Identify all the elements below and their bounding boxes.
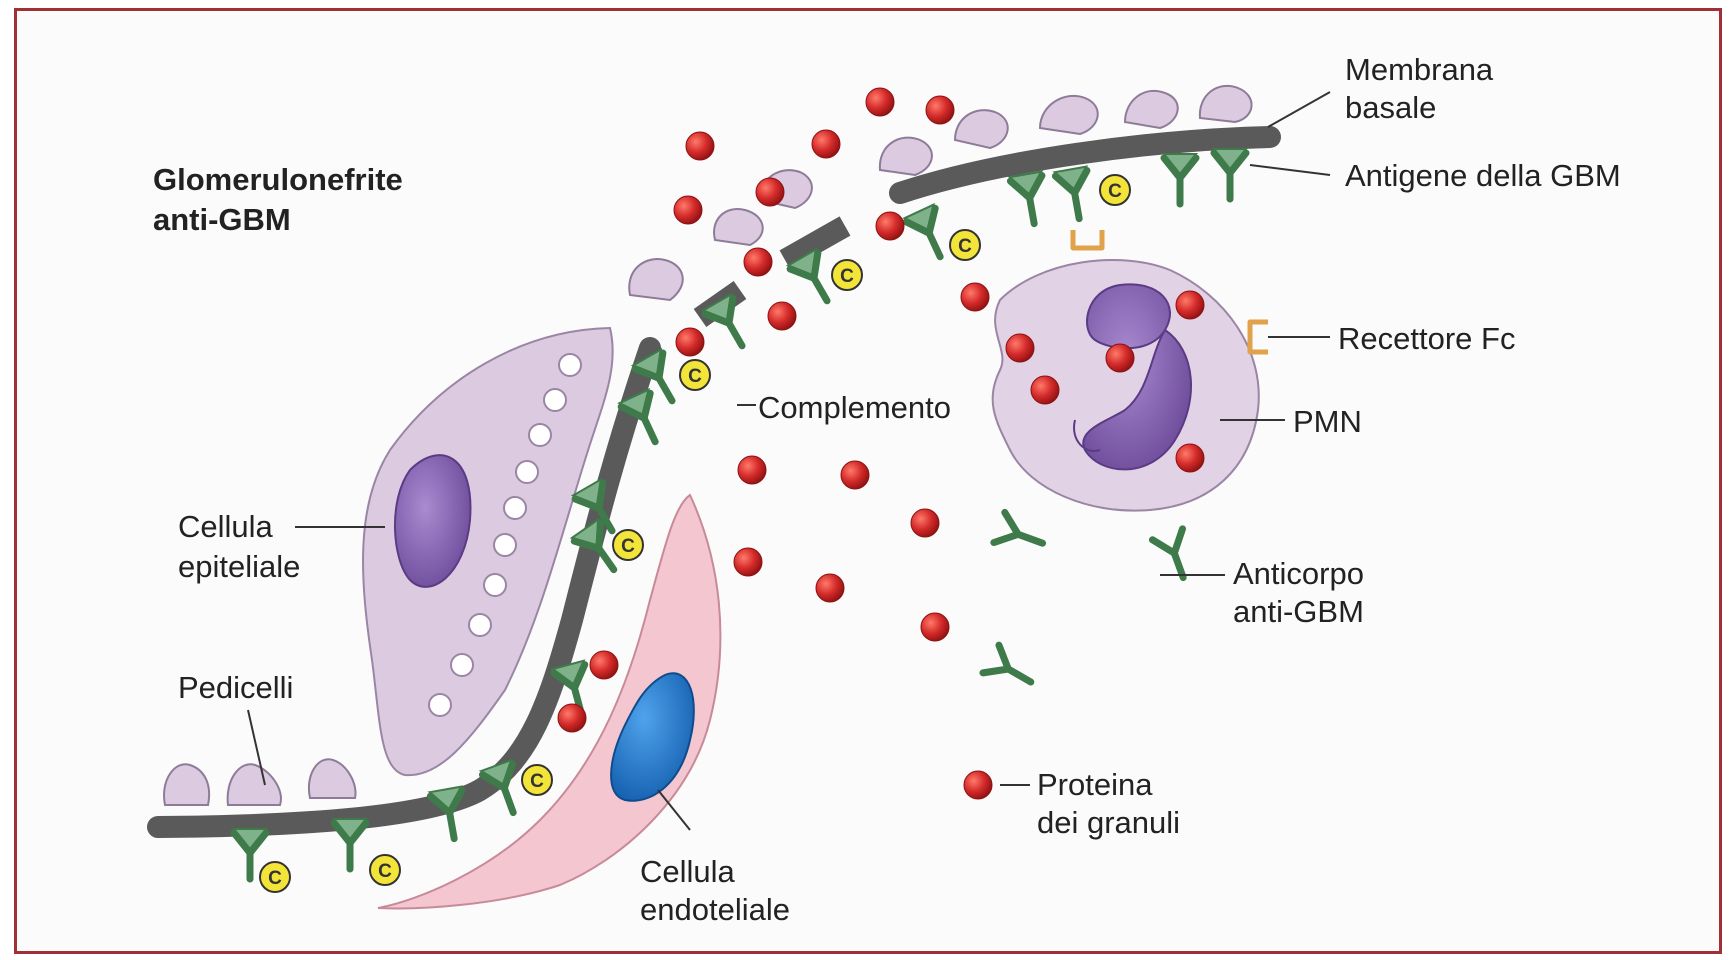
granule-protein	[676, 328, 704, 356]
granule-protein	[876, 212, 904, 240]
label-pedicelli: Pedicelli	[178, 670, 293, 705]
anti-gbm-antibody: C	[905, 191, 992, 281]
granule-protein	[866, 88, 894, 116]
complement-symbol: C	[530, 771, 544, 792]
label-pmn: PMN	[1293, 404, 1362, 439]
anti-gbm-antibody: C	[234, 829, 290, 892]
granule-protein	[558, 704, 586, 732]
granule-protein	[1176, 291, 1204, 319]
complement-badge: C	[1100, 175, 1130, 205]
complement-badge: C	[370, 855, 400, 885]
label-cellula-endoteliale: Cellula endoteliale	[640, 854, 790, 927]
complement-symbol: C	[268, 868, 282, 889]
granule-protein	[734, 548, 762, 576]
granule-protein	[1006, 334, 1034, 362]
anti-gbm-antibody	[983, 645, 1039, 696]
complement-badge: C	[522, 765, 552, 795]
anti-gbm-antibody	[1214, 149, 1246, 199]
granule-protein	[768, 302, 796, 330]
diagram-title: Glomerulonefrite anti-GBM	[153, 162, 411, 237]
granule-protein	[1176, 444, 1204, 472]
complement-badge: C	[680, 360, 710, 390]
granule-protein	[921, 613, 949, 641]
granule-protein	[911, 509, 939, 537]
complement-symbol: C	[958, 236, 972, 257]
granule-protein	[744, 248, 772, 276]
granule-protein	[812, 130, 840, 158]
anti-gbm-antibody	[1010, 172, 1050, 227]
label-cellula-epiteliale: Cellula epiteliale	[178, 509, 300, 584]
label-recettore-fc: Recettore Fc	[1338, 321, 1515, 356]
complement-badge: C	[950, 230, 980, 260]
granule-protein	[686, 132, 714, 160]
label-membrana-basale: Membrana basale	[1345, 52, 1502, 125]
complement-symbol: C	[840, 266, 854, 287]
anti-gbm-antibody	[1164, 154, 1196, 204]
granule-protein	[816, 574, 844, 602]
granule-protein	[738, 456, 766, 484]
granule-protein	[1031, 376, 1059, 404]
anti-gbm-antibody: C	[1055, 159, 1136, 221]
complement-badge: C	[260, 862, 290, 892]
complement-badge: C	[613, 530, 643, 560]
label-anticorpo-anti-gbm: Anticorpo anti-GBM	[1233, 556, 1373, 629]
granule-protein	[674, 196, 702, 224]
complement-symbol: C	[688, 366, 702, 387]
granule-protein	[841, 461, 869, 489]
anti-gbm-antibody: C	[334, 819, 400, 885]
granule-protein	[961, 283, 989, 311]
granule-protein	[1106, 344, 1134, 372]
granule-protein	[926, 96, 954, 124]
anti-gbm-antibody	[994, 512, 1048, 558]
complement-symbol: C	[378, 861, 392, 882]
granule-protein	[964, 771, 992, 799]
granule-protein	[756, 178, 784, 206]
complement-badge: C	[832, 260, 862, 290]
label-proteina-granuli: Proteina dei granuli	[1037, 767, 1180, 840]
label-antigene-gbm: Antigene della GBM	[1345, 158, 1621, 193]
label-complemento: Complemento	[758, 390, 951, 425]
granule-protein	[590, 651, 618, 679]
complement-symbol: C	[1108, 181, 1122, 202]
complement-symbol: C	[621, 536, 635, 557]
